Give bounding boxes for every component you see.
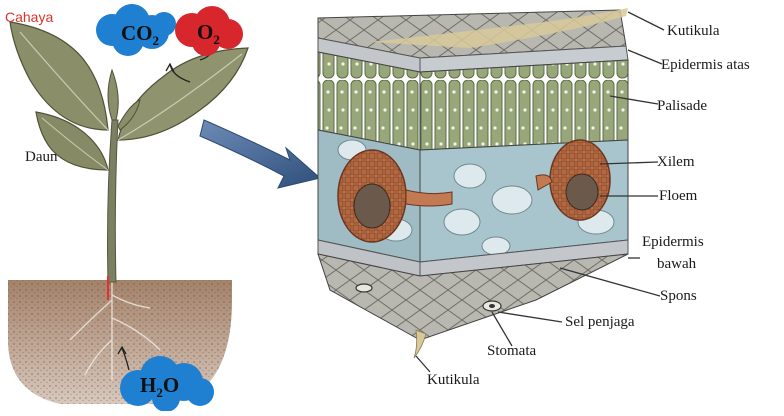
- label-cuticle-bottom: Kutikula: [427, 372, 480, 389]
- palisade-layer: [420, 60, 628, 150]
- label-cuticle-top: Kutikula: [667, 23, 720, 40]
- o2-cloud: O2: [175, 6, 243, 56]
- label-leaf: Daun: [25, 149, 58, 166]
- label-palisade: Palisade: [657, 98, 707, 115]
- zoom-arrow: [200, 120, 320, 188]
- label-lower-epidermis-2: bawah: [657, 256, 696, 273]
- leaf-cross-section: [318, 8, 628, 358]
- label-stomata: Stomata: [487, 343, 536, 360]
- light-label: Cahaya: [5, 9, 53, 25]
- label-guard-cell: Sel penjaga: [565, 314, 635, 331]
- stem: [108, 120, 119, 282]
- label-xylem: Xilem: [657, 154, 695, 171]
- plant: [8, 22, 248, 404]
- co2-cloud: CO2: [96, 4, 176, 56]
- label-lower-epidermis-1: Epidermis: [642, 234, 704, 251]
- label-phloem: Floem: [659, 188, 697, 205]
- label-spongy: Spons: [660, 288, 697, 305]
- label-upper-epidermis: Epidermis atas: [661, 57, 750, 74]
